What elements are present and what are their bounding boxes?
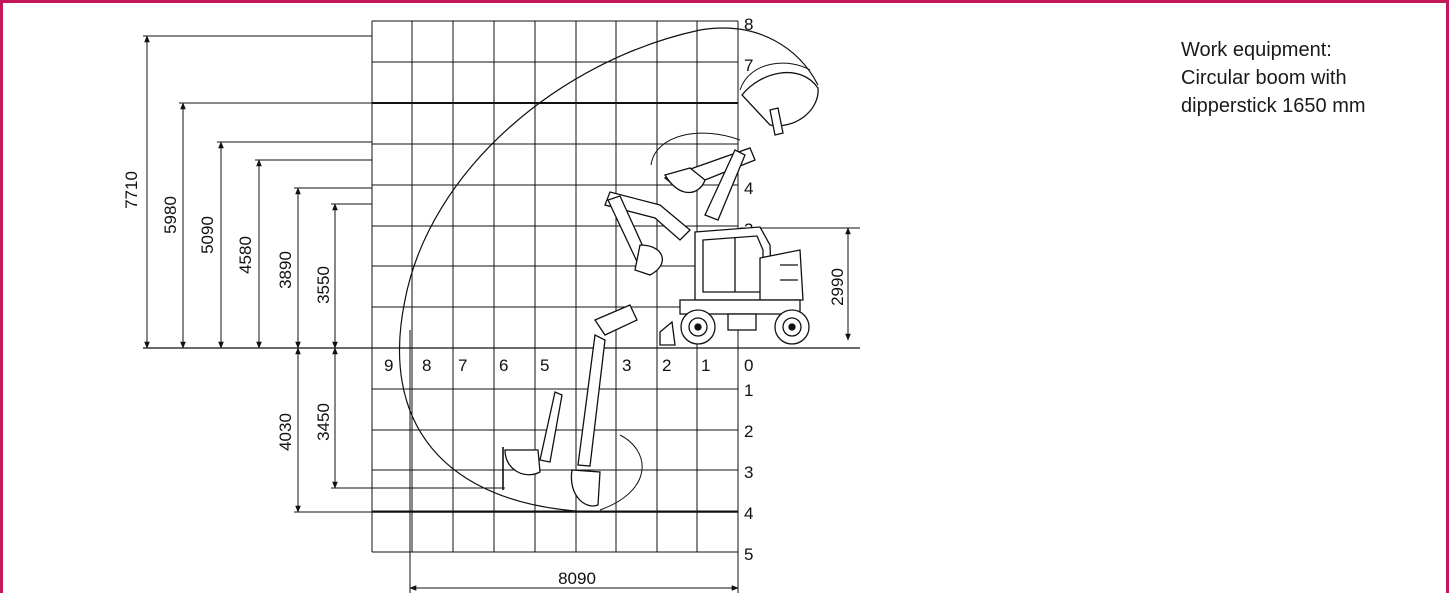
height-label-4: 4 [744, 179, 753, 198]
bucket-top-link [769, 107, 784, 136]
excavator-machine [604, 72, 819, 346]
depth-label-4: 4 [744, 504, 753, 523]
info-line-2: Circular boom with [1181, 67, 1347, 89]
height-label-7: 7 [744, 56, 753, 75]
dim-5980: 5980 [161, 196, 180, 234]
stick-mid [539, 391, 563, 463]
col-label-6: 6 [499, 356, 508, 375]
digging-positions [502, 304, 638, 507]
dim-7710: 7710 [122, 171, 141, 209]
axle-box [727, 313, 757, 331]
col-label-9: 9 [384, 356, 393, 375]
dim-3550: 3550 [314, 266, 333, 304]
bucket-mid [504, 449, 541, 476]
top-arc [650, 132, 741, 166]
col-label-1: 1 [701, 356, 710, 375]
arm-deep [594, 304, 638, 336]
depth-dimension-labels: 4030 3450 [276, 403, 333, 451]
dim-4030: 4030 [276, 413, 295, 451]
dim-5090: 5090 [198, 216, 217, 254]
stick-raised [704, 149, 746, 221]
dim-3890: 3890 [276, 251, 295, 289]
depth-label-3: 3 [744, 463, 753, 482]
top-arc-2 [739, 62, 811, 91]
boom-upper [604, 191, 691, 241]
dim-8090: 8090 [558, 569, 596, 588]
height-dimension-labels: 7710 5980 5090 4580 3890 3550 [122, 171, 333, 304]
col-label-2: 2 [662, 356, 671, 375]
bucket-top [741, 72, 819, 127]
bucket-deep [570, 469, 601, 507]
reach-grid [371, 20, 739, 553]
col-label-3: 3 [622, 356, 631, 375]
engine-housing [759, 249, 804, 301]
depth-label-5: 5 [744, 545, 753, 564]
dimension-lines [143, 35, 860, 593]
reach-envelope-curve [398, 27, 819, 513]
work-equipment-info: Work equipment: Circular boom with dippe… [1181, 36, 1441, 120]
dim-4580: 4580 [236, 236, 255, 274]
dim-2990: 2990 [828, 268, 847, 306]
col-label-5: 5 [540, 356, 549, 375]
stick-deep [577, 334, 606, 467]
col-label-7: 7 [458, 356, 467, 375]
col-label-8: 8 [422, 356, 431, 375]
bucket-raised [664, 167, 706, 193]
dozer-blade [659, 320, 676, 346]
info-line-3: dipperstick 1650 mm [1181, 95, 1366, 117]
depth-label-1: 1 [744, 381, 753, 400]
col-label-0: 0 [744, 356, 753, 375]
height-label-8: 8 [744, 15, 753, 34]
depth-label-2: 2 [744, 422, 753, 441]
info-line-1: Work equipment: [1181, 39, 1332, 61]
digging-arc [599, 434, 643, 511]
dim-3450: 3450 [314, 403, 333, 441]
bucket-upper [634, 244, 663, 276]
